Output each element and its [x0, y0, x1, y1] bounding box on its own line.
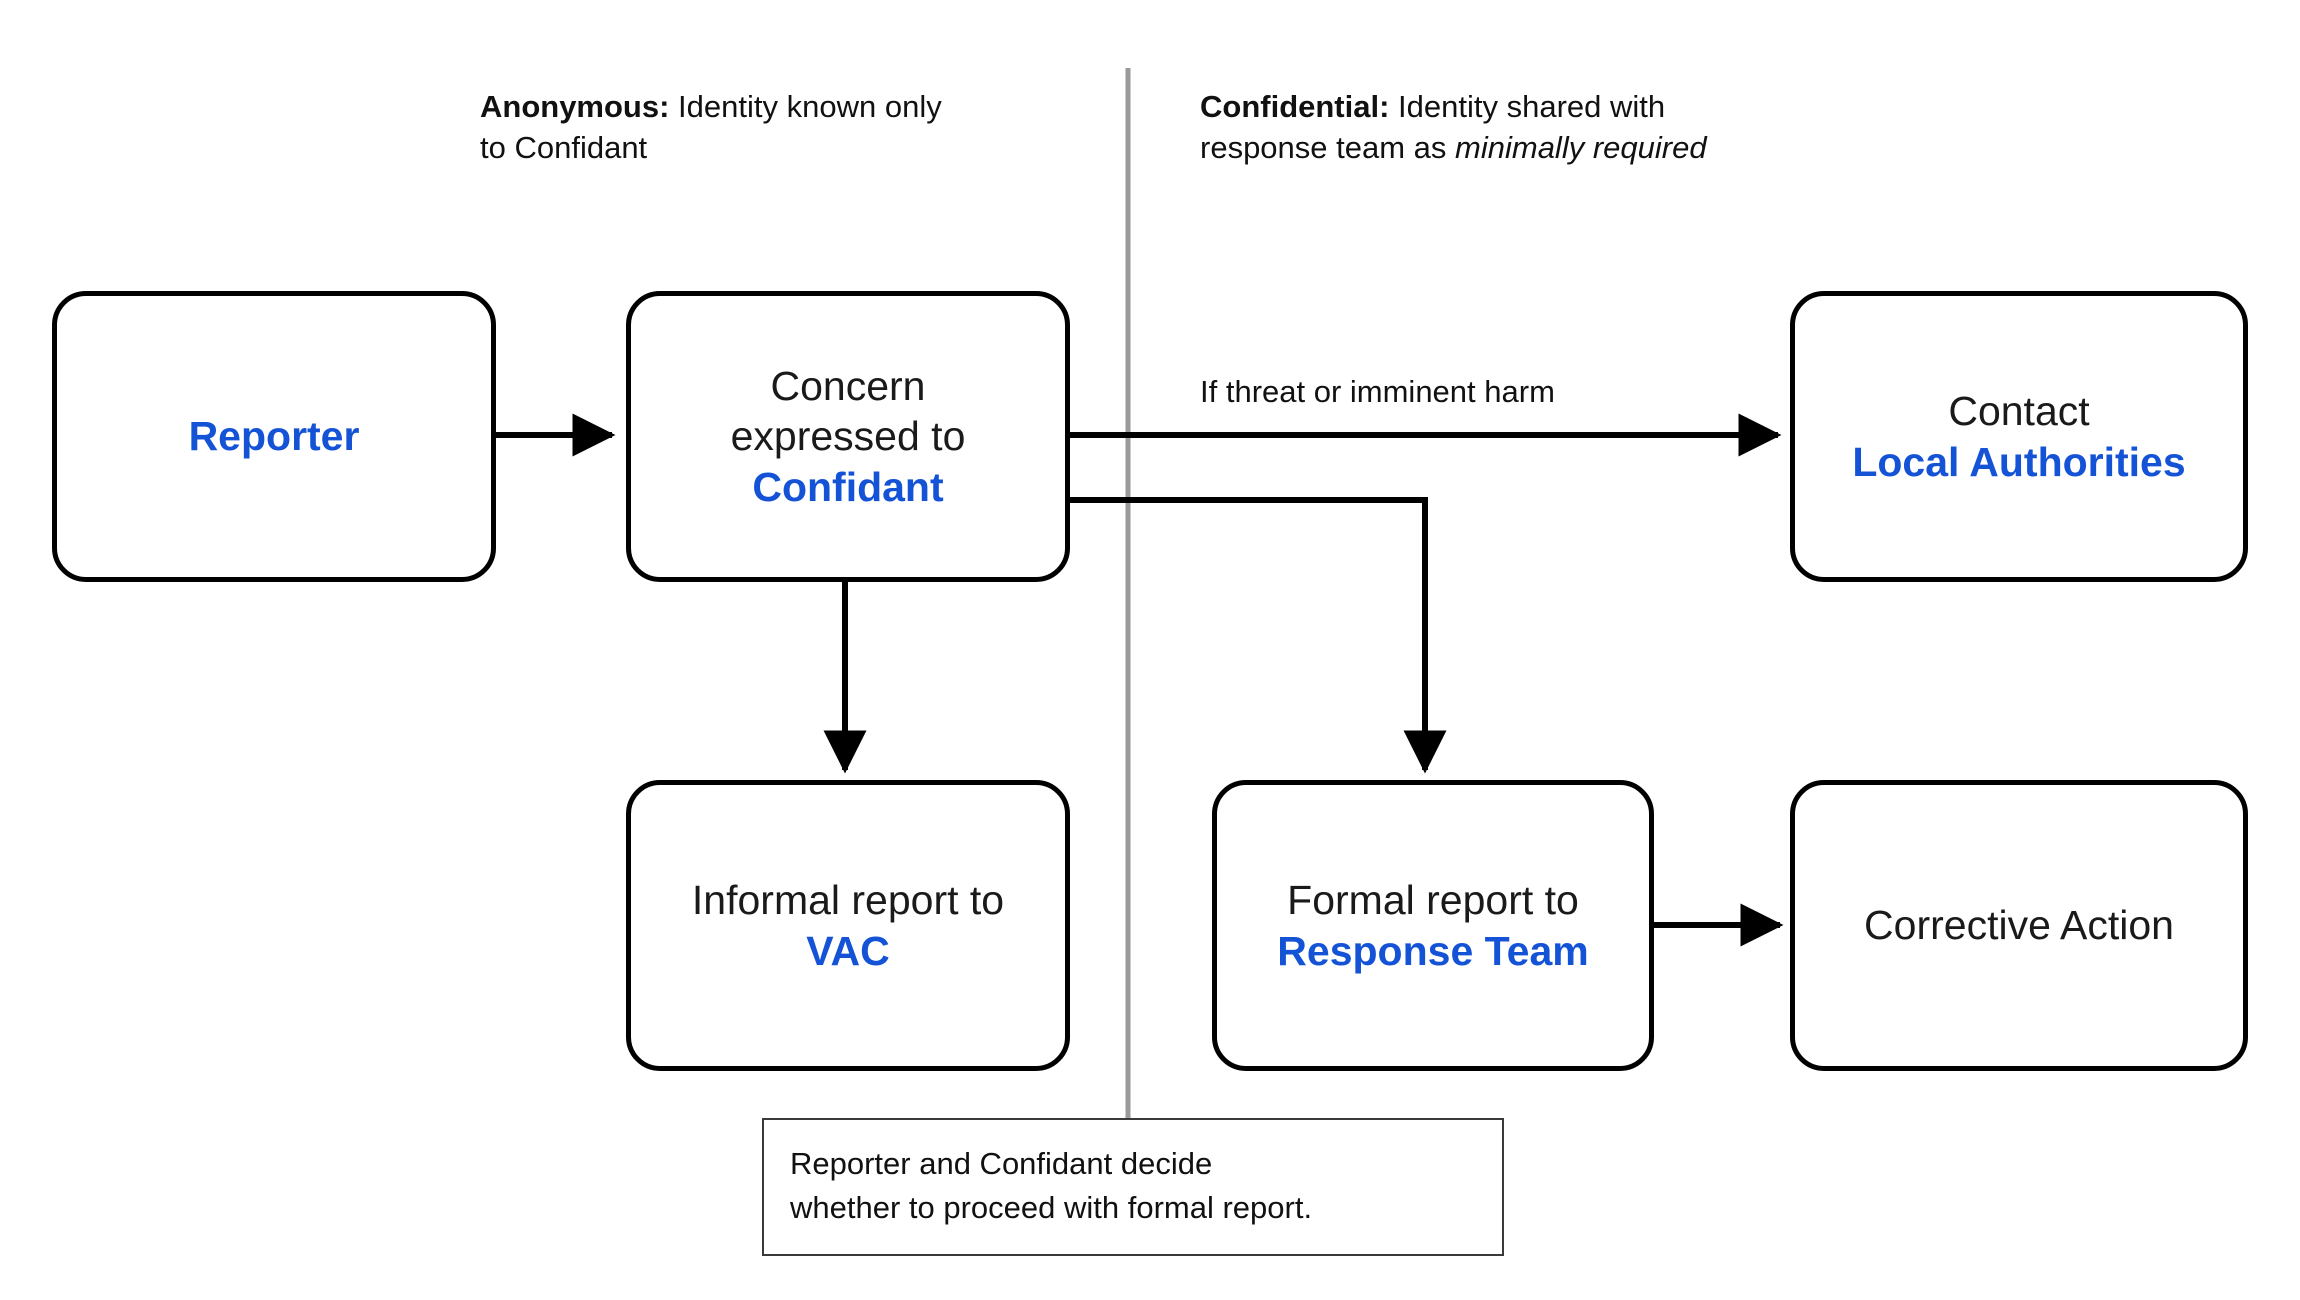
anonymous-header-strong: Anonymous: [480, 89, 670, 124]
node-formal-report-line2: Response Team [1277, 927, 1589, 974]
confidential-header: Confidential: Identity shared with respo… [1200, 86, 1920, 168]
node-reporter-text: Reporter [188, 413, 360, 460]
confidential-header-text: Identity shared with response team as [1200, 89, 1666, 166]
node-reporter[interactable]: Reporter [52, 291, 496, 582]
node-reporter-label: Reporter [57, 411, 491, 461]
node-confidant-line1: Concern [770, 363, 926, 410]
node-confidant-line2: expressed to [730, 413, 966, 460]
edge-label-threat: If threat or imminent harm [1200, 374, 1555, 410]
edge-confidant-to-formal-report [1070, 497, 1447, 774]
anonymous-header-text: Identity known only to Confidant [480, 89, 942, 166]
confidential-header-emphasis: minimally required [1455, 130, 1707, 166]
node-formal-report-line1: Formal report to [1287, 877, 1579, 924]
decision-note: Reporter and Confidant decide whether to… [762, 1118, 1504, 1256]
confidential-header-strong: Confidential: [1200, 89, 1390, 124]
decision-note-text: Reporter and Confidant decide whether to… [790, 1146, 1313, 1226]
node-local-authorities-line1: Contact [1948, 388, 2090, 435]
node-local-authorities-line2: Local Authorities [1852, 438, 2186, 485]
edge-label-threat-text: If threat or imminent harm [1200, 374, 1555, 409]
node-confidant-line3: Confidant [752, 463, 944, 510]
node-informal-report-line1: Informal report to [691, 877, 1005, 924]
anonymous-header: Anonymous: Identity known only to Confid… [480, 86, 1080, 168]
node-corrective-action[interactable]: Corrective Action [1790, 780, 2248, 1071]
node-corrective-action-text: Corrective Action [1864, 902, 2174, 949]
node-corrective-action-label: Corrective Action [1795, 900, 2243, 950]
node-informal-report-line2: VAC [806, 927, 890, 974]
